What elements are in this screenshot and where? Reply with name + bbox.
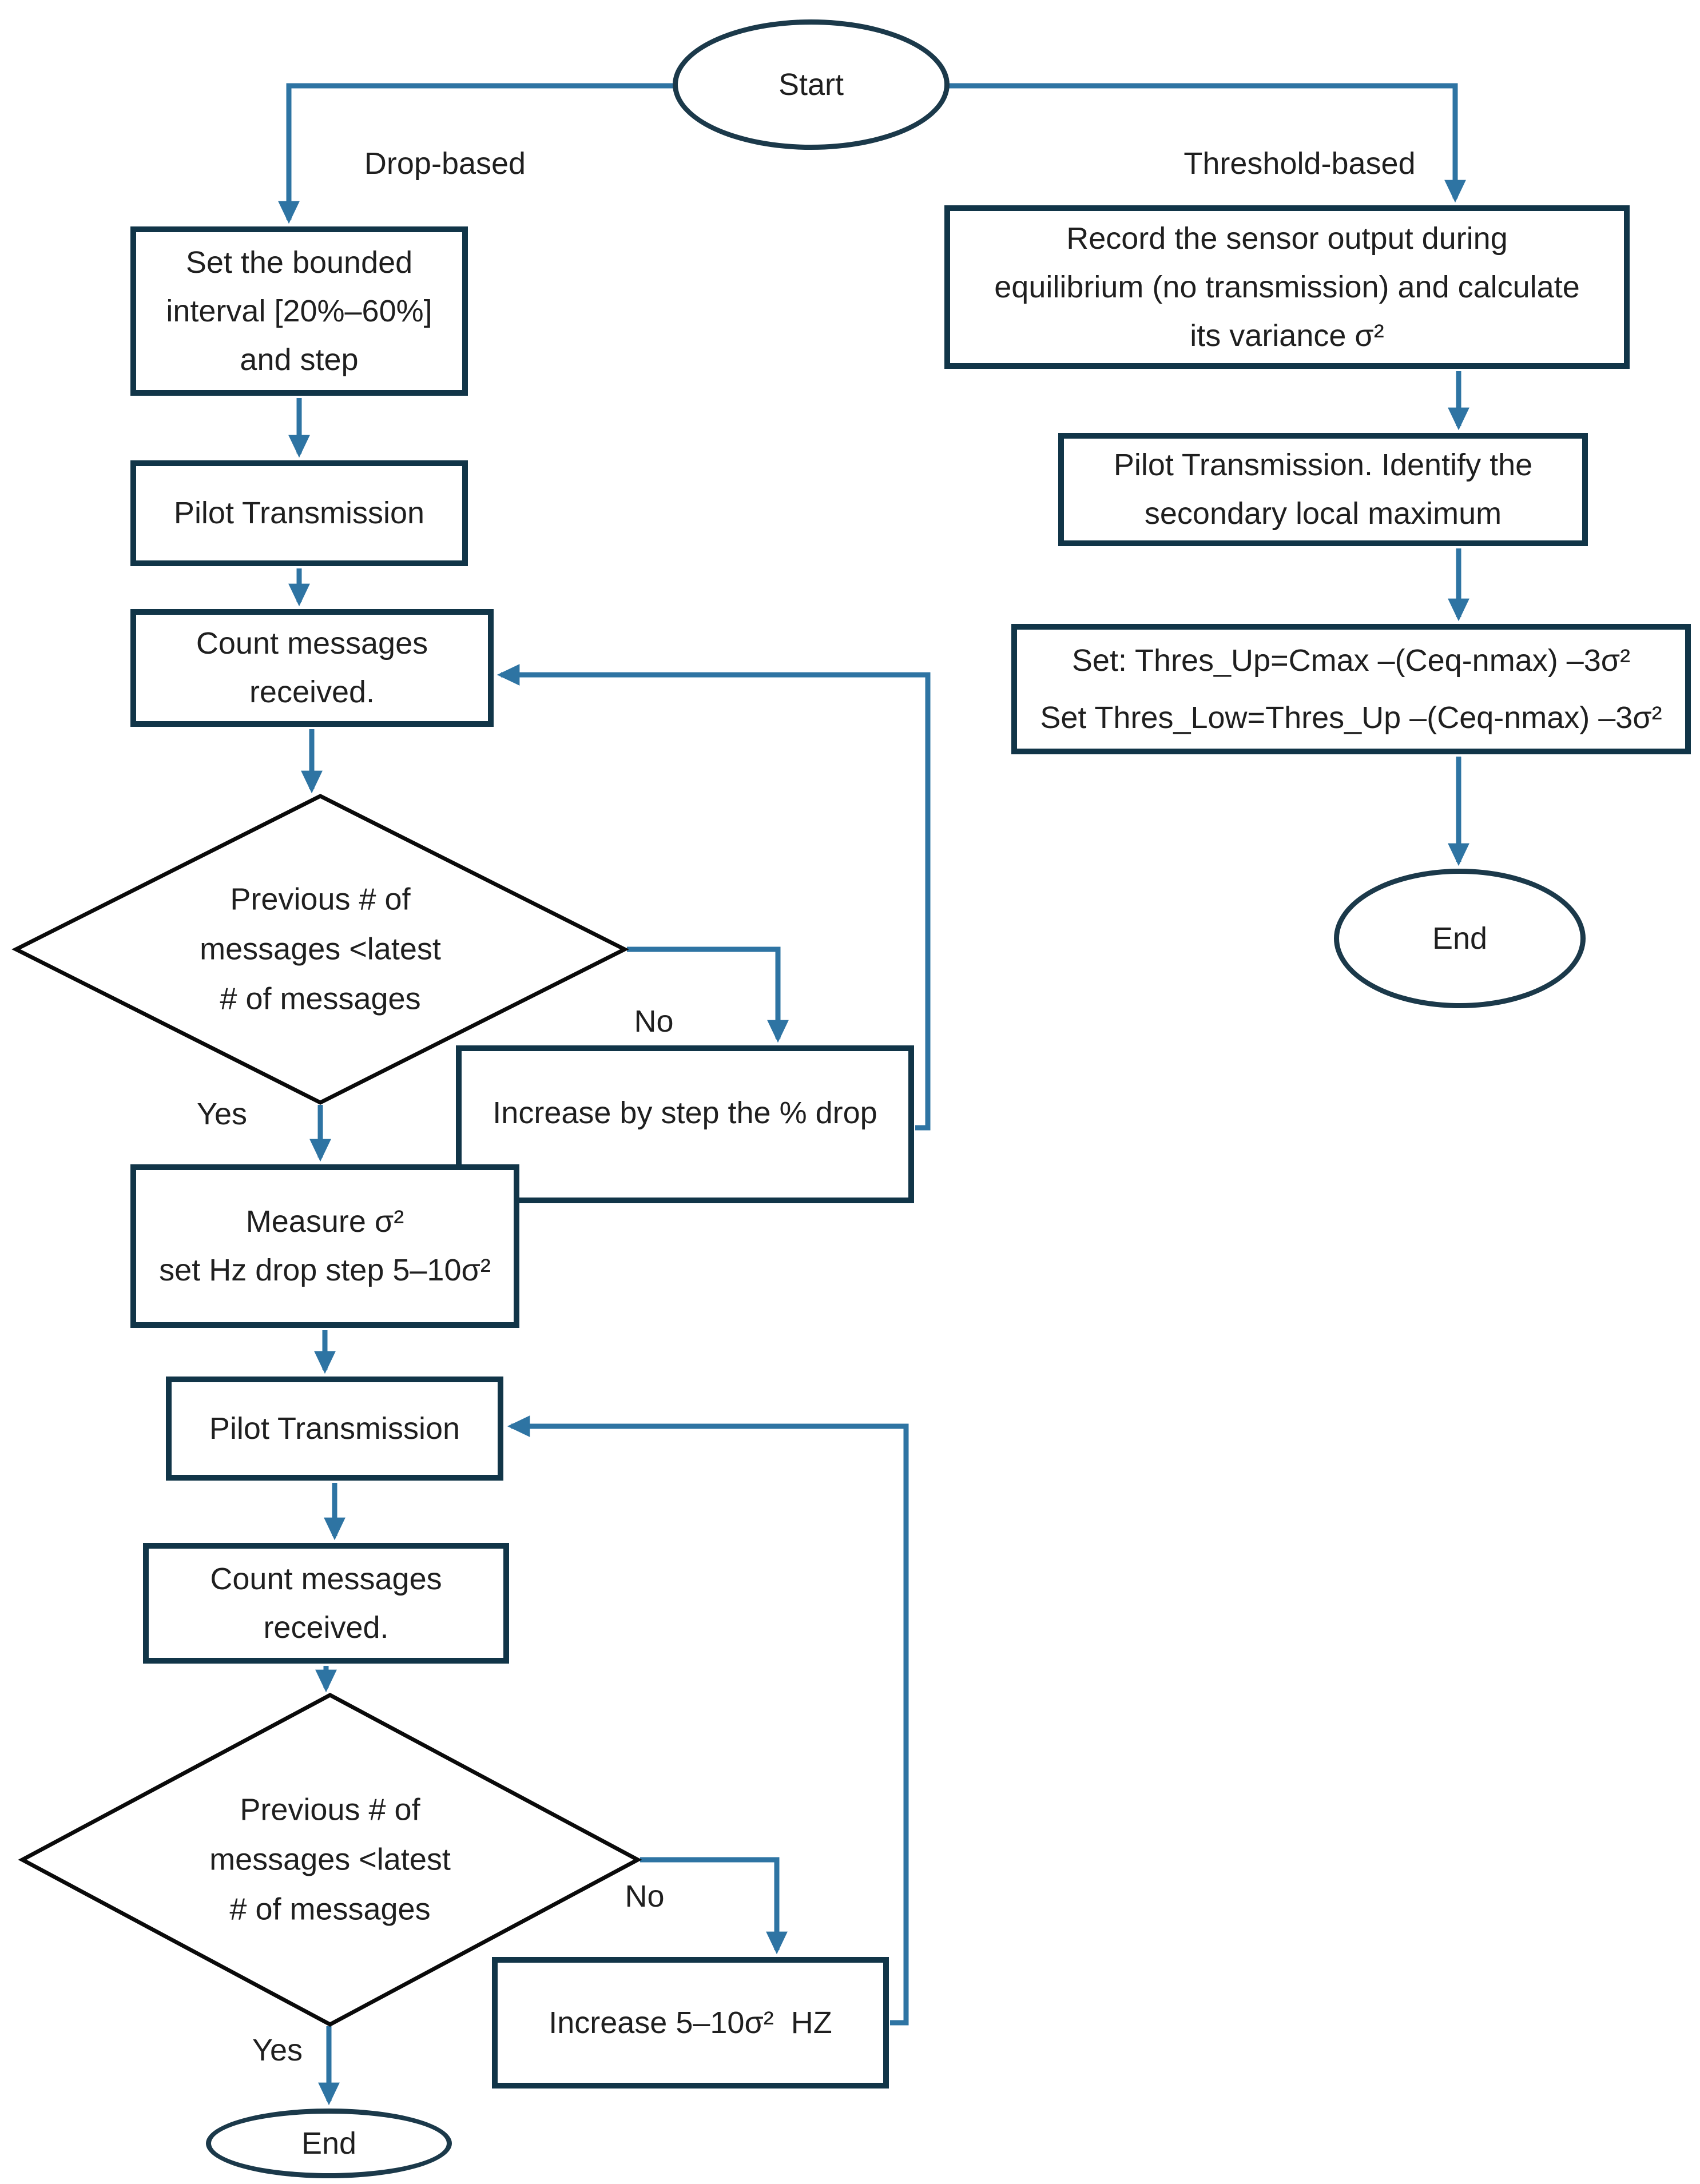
branch-label-drop-based: Drop-based xyxy=(364,146,526,181)
decision-2-yes-label: Yes xyxy=(252,2033,303,2067)
decision-1-diamond xyxy=(11,794,629,1105)
record-sensor-text: Record the sensor output during equilibr… xyxy=(994,221,1580,353)
count-messages-2-text: Count messages received. xyxy=(210,1561,442,1645)
pilot-transmission-2-box: Pilot Transmission xyxy=(166,1377,503,1481)
count-messages-1-text: Count messages received. xyxy=(196,626,428,709)
start-terminator: Start xyxy=(673,19,950,150)
count-messages-2-box: Count messages received. xyxy=(143,1543,509,1664)
connector-decision1-no-to-increase-step xyxy=(627,946,789,1043)
end-terminator-drop: End xyxy=(206,2109,452,2178)
decision-1-yes-label: Yes xyxy=(196,1097,248,1131)
set-thresholds-box: Set: Thres_Up=Cmax –(Ceq-nmax) –3σ² Set … xyxy=(1011,624,1691,754)
pilot-transmission-1-box: Pilot Transmission xyxy=(130,460,468,566)
decision-2-no-label: No xyxy=(625,1879,665,1914)
connector-start-to-threshold-branch xyxy=(948,83,1466,203)
decision-1-no-label: No xyxy=(634,1004,674,1039)
set-thresholds-text: Set: Thres_Up=Cmax –(Ceq-nmax) –3σ² Set … xyxy=(1040,643,1662,735)
decision-2-diamond xyxy=(18,1693,642,2027)
increase-hz-text: Increase 5–10σ² HZ xyxy=(549,2005,832,2040)
connector-start-to-drop-branch xyxy=(278,83,675,224)
increase-step-text: Increase by step the % drop xyxy=(492,1096,877,1130)
pilot-transmission-2-text: Pilot Transmission xyxy=(209,1411,460,1446)
measure-sigma-box: Measure σ² set Hz drop step 5–10σ² xyxy=(130,1164,519,1328)
set-interval-text: Set the bounded interval [20%–60%] and s… xyxy=(166,245,432,377)
increase-step-box: Increase by step the % drop xyxy=(456,1045,914,1203)
connector-decision2-no-to-increase-hz xyxy=(640,1857,788,1955)
decision-1-text: Previous # of messages <latest # of mess… xyxy=(200,882,441,1016)
increase-hz-box: Increase 5–10σ² HZ xyxy=(492,1957,889,2088)
branch-label-threshold-based: Threshold-based xyxy=(1183,146,1416,181)
set-interval-box: Set the bounded interval [20%–60%] and s… xyxy=(130,226,468,396)
start-label: Start xyxy=(778,67,844,102)
connector-increase-step-loop-to-count1 xyxy=(497,664,931,1131)
end-drop-label: End xyxy=(301,2126,357,2161)
end-terminator-threshold: End xyxy=(1334,869,1586,1008)
measure-sigma-text: Measure σ² set Hz drop step 5–10σ² xyxy=(159,1204,491,1287)
pilot-transmission-1-text: Pilot Transmission xyxy=(173,496,425,530)
pilot-identify-box: Pilot Transmission. Identify the seconda… xyxy=(1058,433,1588,546)
connector-increase-hz-loop-to-pilot2 xyxy=(507,1415,909,2026)
record-sensor-box: Record the sensor output during equilibr… xyxy=(944,205,1630,369)
end-threshold-label: End xyxy=(1432,921,1488,956)
pilot-identify-text: Pilot Transmission. Identify the seconda… xyxy=(1113,448,1533,531)
count-messages-1-box: Count messages received. xyxy=(130,609,494,727)
decision-2-text: Previous # of messages <latest # of mess… xyxy=(209,1792,451,1927)
